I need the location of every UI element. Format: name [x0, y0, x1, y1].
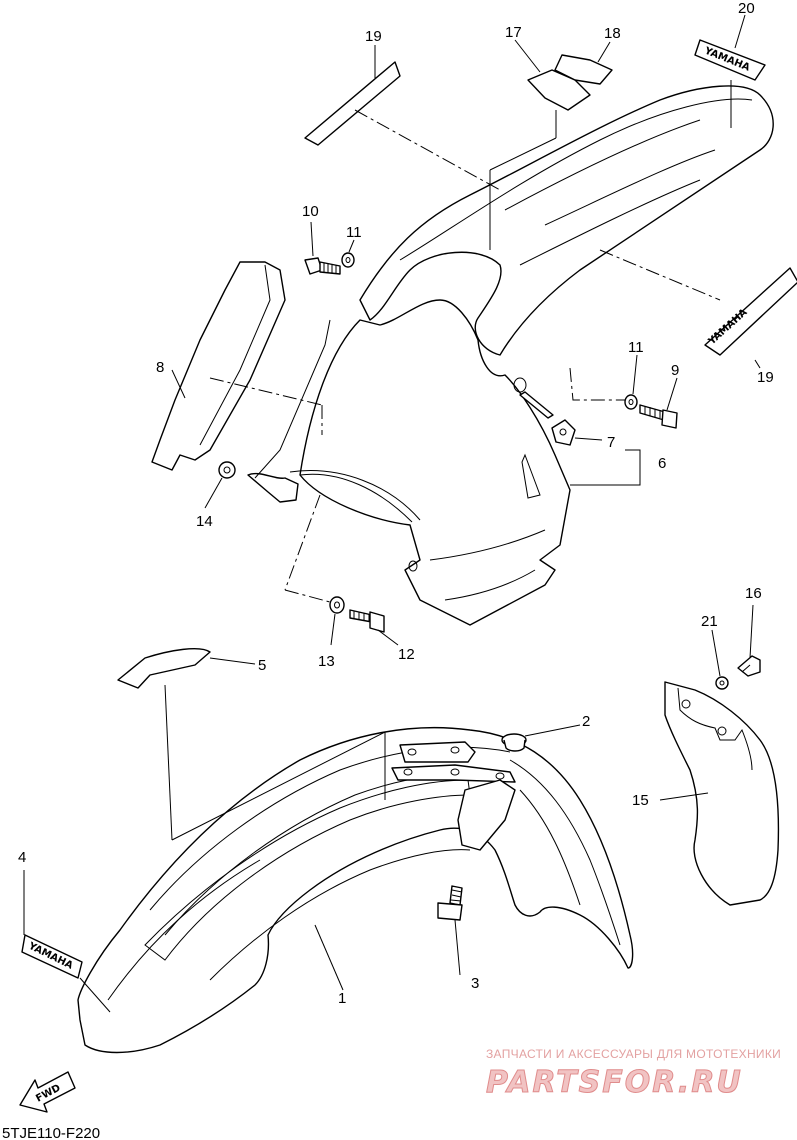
side-cover-part-8	[151, 261, 286, 471]
callout-16: 16	[745, 585, 762, 602]
callout-12: 12	[398, 646, 415, 663]
callouts: 19 17 18 20 10 11 8 11 9 19 7 6 14 13 12…	[18, 0, 774, 1007]
decal-part-4: YAMAHA	[21, 934, 83, 979]
callout-3: 3	[471, 975, 479, 992]
watermark: ЗАПЧАСТИ И АКСЕССУАРЫ ДЛЯ МОТОТЕХНИКИ PA…	[486, 1047, 781, 1101]
callout-19-upper: 19	[365, 28, 382, 45]
callout-11-lower: 11	[628, 339, 644, 356]
bolt-part-9	[639, 404, 678, 429]
callout-21: 21	[701, 613, 718, 630]
alignment-lines	[209, 109, 721, 603]
washer-part-11-lower	[624, 394, 638, 410]
callout-6: 6	[658, 455, 666, 472]
washer-part-14	[218, 461, 236, 479]
guard-part-15	[664, 681, 780, 906]
callout-19-lower: 19	[757, 369, 774, 386]
washer-part-11-upper	[341, 252, 355, 268]
bolt-part-12	[349, 609, 385, 633]
callout-14: 14	[196, 513, 213, 530]
bolt-part-3	[437, 885, 463, 921]
bolt-part-10	[304, 257, 341, 275]
callout-2: 2	[582, 713, 590, 730]
leader-lines	[23, 14, 761, 1013]
callout-5: 5	[258, 657, 266, 674]
decal-part-19-lower: YAMAHA	[704, 267, 797, 356]
bolt-part-16	[737, 655, 761, 677]
callout-9: 9	[671, 362, 679, 379]
decal-part-5	[117, 647, 211, 689]
callout-11-upper: 11	[346, 224, 362, 241]
decal-part-18	[554, 54, 613, 85]
callout-1: 1	[338, 990, 346, 1007]
callout-4: 4	[18, 849, 26, 866]
washer-part-13	[329, 596, 345, 614]
clip-nut-part-7	[519, 391, 576, 446]
fwd-arrow-icon: FWD	[19, 1071, 76, 1113]
callout-8: 8	[156, 359, 164, 376]
callout-13: 13	[318, 653, 335, 670]
watermark-logo: PARTSFOR.RU	[486, 1065, 743, 1100]
decal-part-20: YAMAHA	[694, 39, 766, 81]
callout-18: 18	[604, 25, 621, 42]
callout-7: 7	[607, 434, 615, 451]
callout-10: 10	[302, 203, 319, 220]
callout-20: 20	[738, 0, 755, 17]
decal-part-19-upper	[304, 61, 401, 146]
watermark-tagline: ЗАПЧАСТИ И АКСЕССУАРЫ ДЛЯ МОТОТЕХНИКИ	[486, 1047, 781, 1061]
callout-15: 15	[632, 792, 649, 809]
front-fender-part-1	[77, 726, 634, 1054]
bracket-part-6	[247, 319, 331, 503]
grommet-part-2	[501, 733, 527, 752]
washer-part-21	[715, 676, 729, 690]
callout-17: 17	[505, 24, 522, 41]
rear-fender	[284, 85, 774, 626]
diagram-code: 5TJE110-F220	[2, 1125, 100, 1140]
